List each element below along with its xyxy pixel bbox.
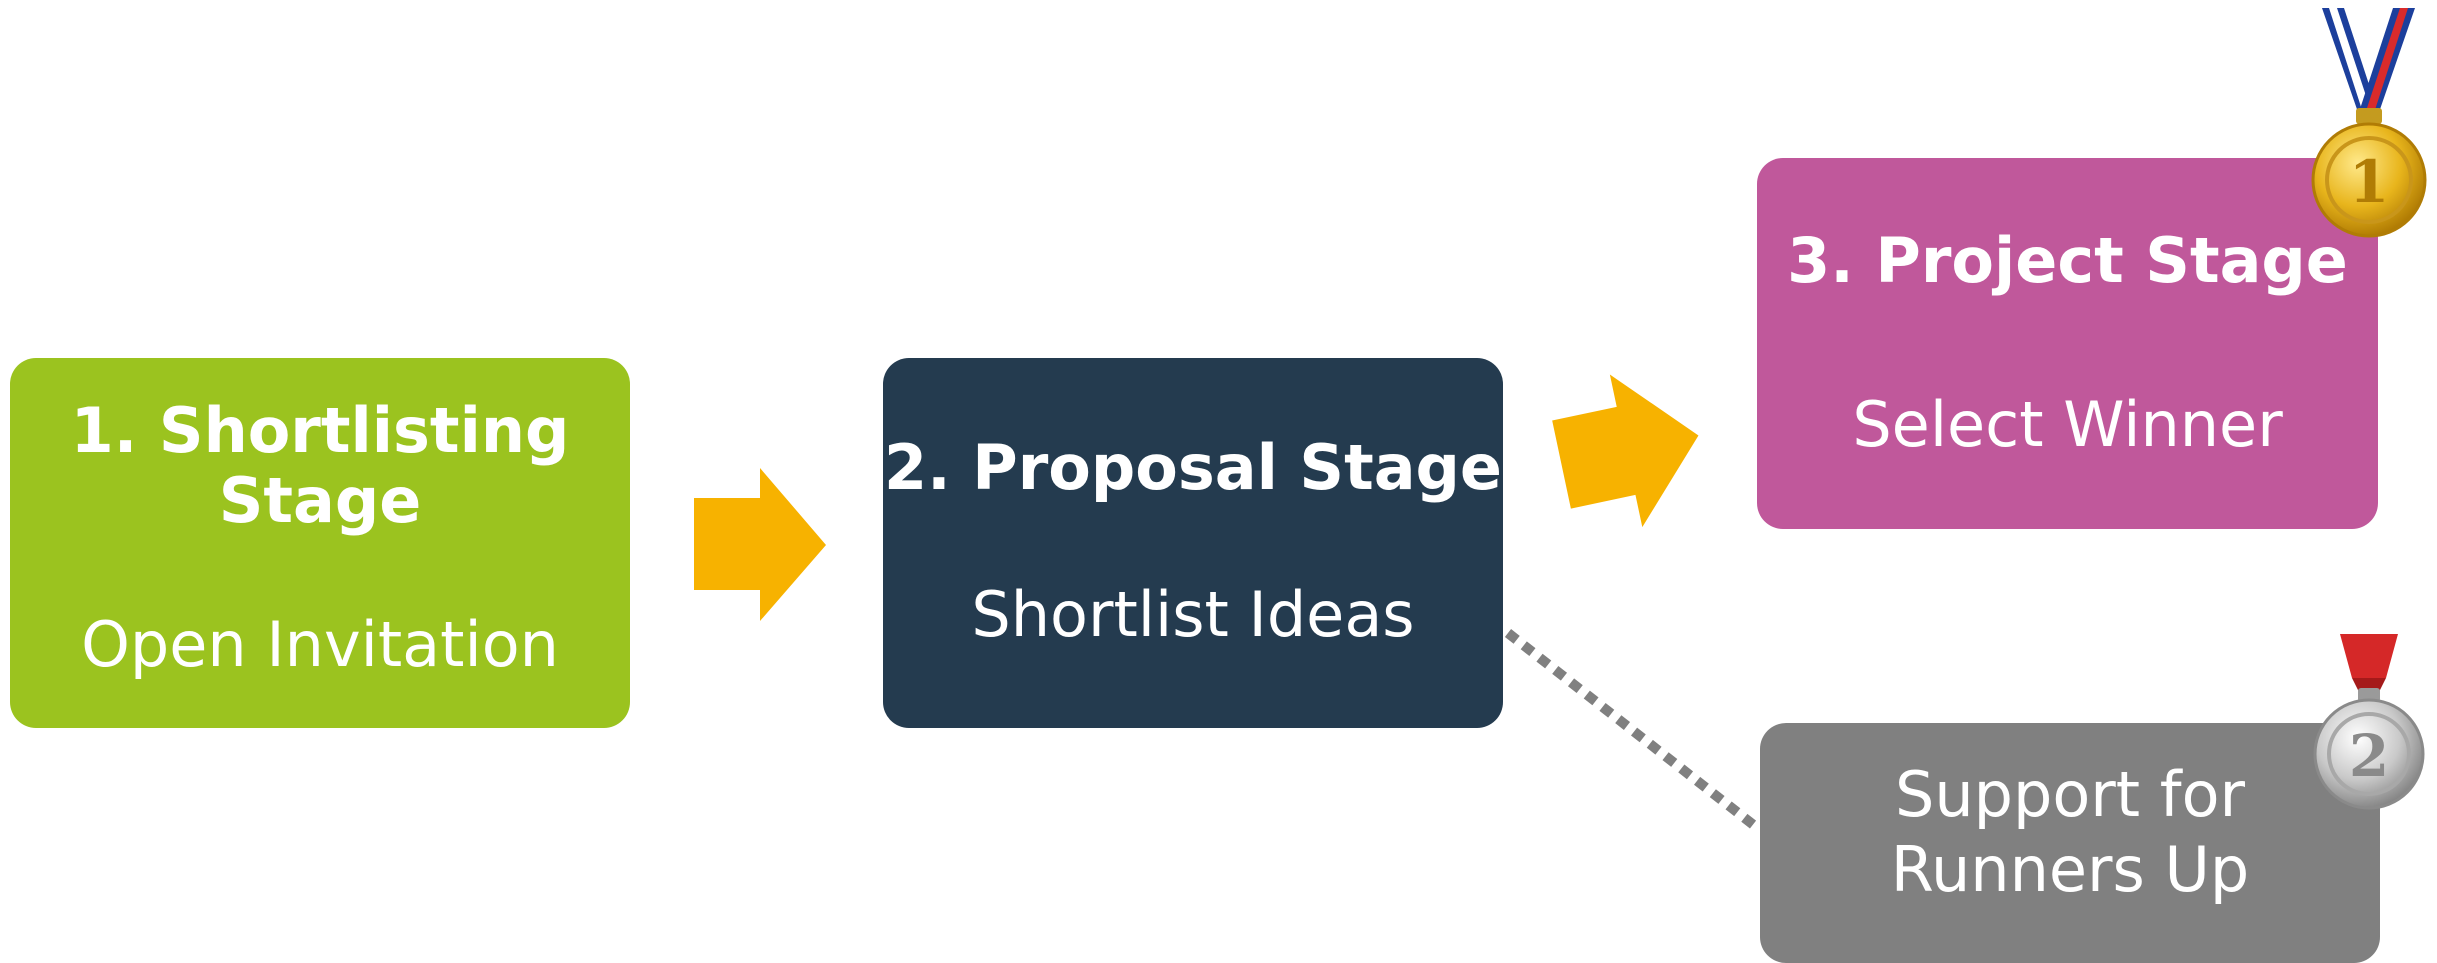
runners-up-connector xyxy=(1504,629,1764,834)
stage-2-subtitle: Shortlist Ideas xyxy=(971,578,1415,651)
runners-up-line1: Support for xyxy=(1894,758,2246,831)
stage-2-box: 2. Proposal Stage Shortlist Ideas xyxy=(883,358,1503,728)
stage-3-subtitle: Select Winner xyxy=(1852,388,2283,461)
runners-up-text: Support for Runners Up xyxy=(1760,757,2380,907)
stage-1-title-line2: Stage xyxy=(218,464,422,537)
stage-2-title: 2. Proposal Stage xyxy=(883,431,1502,504)
stage-1-title-line1: 1. Shortlisting xyxy=(70,394,570,467)
stage-1-subtitle: Open Invitation xyxy=(81,608,559,681)
silver-medal-icon: 2 xyxy=(2313,634,2425,810)
gold-medal-icon: 1 xyxy=(2311,8,2427,238)
arrow-2-to-3 xyxy=(1552,374,1699,528)
stage-1-title: 1. Shortlisting Stage xyxy=(10,396,630,536)
runners-up-box: Support for Runners Up xyxy=(1760,723,2380,963)
stage-3-box: 3. Project Stage Select Winner xyxy=(1757,158,2378,529)
stage-3-title: 3. Project Stage xyxy=(1787,224,2348,297)
runners-up-line2: Runners Up xyxy=(1890,833,2250,906)
stage-1-box: 1. Shortlisting Stage Open Invitation xyxy=(10,358,630,728)
gold-medal-number: 1 xyxy=(2349,148,2389,216)
silver-medal-number: 2 xyxy=(2349,722,2389,790)
arrow-1-to-2 xyxy=(694,468,826,621)
